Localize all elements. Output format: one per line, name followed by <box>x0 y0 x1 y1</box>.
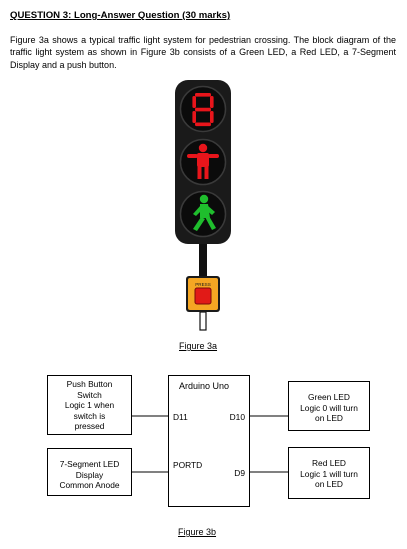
pin-d9: D9 <box>234 468 245 478</box>
standing-man-icon <box>187 143 219 179</box>
red-led-block: Red LED Logic 1 will turn on LED <box>288 447 370 499</box>
segment-d <box>195 122 211 127</box>
seven-segment-text: 7-Segment LED Display Common Anode <box>59 459 120 491</box>
green-led-block: Green LED Logic 0 will turn on LED <box>288 381 370 431</box>
question-heading: QUESTION 3: Long-Answer Question (30 mar… <box>10 10 231 21</box>
red-led-text: Red LED Logic 1 will turn on LED <box>300 458 358 490</box>
seven-segment-digit <box>192 93 214 127</box>
press-label: PRESS <box>195 282 211 287</box>
press-button[interactable] <box>194 287 212 305</box>
segment-a <box>195 93 211 97</box>
pin-d11: D11 <box>173 412 188 422</box>
pole-upper <box>199 244 207 278</box>
segment-c <box>210 111 214 123</box>
segment-f <box>192 96 196 108</box>
pin-portd: PORTD <box>173 460 203 470</box>
green-led-text: Green LED Logic 0 will turn on LED <box>300 392 358 424</box>
segment-b <box>210 96 214 108</box>
segment-g <box>195 107 211 112</box>
pin-d10: D10 <box>229 412 245 422</box>
question-paragraph: Figure 3a shows a typical traffic light … <box>10 35 396 70</box>
figure-3b-caption: Figure 3b <box>178 527 217 537</box>
walking-man-icon <box>193 194 216 231</box>
push-button-text: Push Button Switch Logic 1 when switch i… <box>64 379 115 432</box>
push-button-block: Push Button Switch Logic 1 when switch i… <box>47 375 132 435</box>
figure-3a-caption: Figure 3a <box>179 341 218 351</box>
arduino-title: Arduino Uno <box>179 381 230 391</box>
segment-e <box>192 111 196 123</box>
arduino-uno-block: Arduino Uno D11 D10 PORTD D9 <box>168 375 250 507</box>
seven-segment-block: 7-Segment LED Display Common Anode <box>47 448 132 496</box>
